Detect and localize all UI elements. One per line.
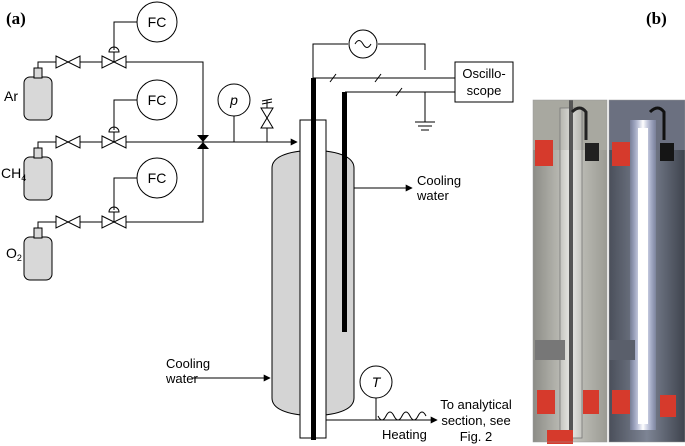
analytical-label-3: Fig. 2 — [460, 429, 493, 444]
temperature-indicator: T — [359, 365, 393, 420]
cooling-inlet-label-1: Cooling — [166, 356, 210, 371]
analytical-label-2: section, see — [441, 413, 510, 428]
panel-b-label: (b) — [646, 9, 667, 28]
photo-reactor-on — [608, 99, 685, 443]
svg-text:FC: FC — [148, 170, 167, 186]
cooling-outlet-label-2: water — [416, 188, 449, 203]
relief-valve — [260, 98, 274, 129]
panel-a-label: (a) — [6, 9, 26, 28]
cooling-inlet-label-2: water — [165, 371, 198, 386]
svg-text:Oscillo-: Oscillo- — [462, 66, 505, 81]
gas-cylinder-ch4 — [23, 147, 53, 201]
hv-power-supply — [312, 29, 426, 78]
svg-text:T: T — [372, 374, 382, 390]
inner-electrode — [311, 78, 316, 440]
oscilloscope-connections — [313, 73, 455, 131]
fc-signal-lines — [113, 21, 137, 210]
gas-label-o2: O2 — [6, 245, 22, 263]
outer-electrode — [342, 92, 347, 332]
flow-controller-ch4: FC — [136, 79, 178, 121]
photo-reactor-off — [532, 99, 608, 444]
analytical-label-1: To analytical — [440, 397, 512, 412]
gas-cylinder-ar — [23, 67, 53, 121]
gas-label-ch4: CH4 — [1, 165, 26, 183]
mixing-junction — [197, 135, 209, 149]
heating-label: Heating — [382, 427, 427, 442]
flow-controller-o2: FC — [136, 157, 178, 199]
cooling-outlet-label-1: Cooling — [417, 173, 461, 188]
svg-text:p: p — [229, 92, 238, 108]
pressure-indicator: p — [217, 83, 251, 117]
flow-controller-ar: FC — [136, 1, 178, 43]
oscilloscope: Oscillo- scope — [454, 61, 514, 103]
shutoff-valves — [55, 55, 81, 229]
svg-text:FC: FC — [148, 14, 167, 30]
svg-text:scope: scope — [467, 83, 502, 98]
svg-text:FC: FC — [148, 92, 167, 108]
heating-trace — [377, 411, 427, 421]
gas-cylinder-o2 — [23, 227, 53, 281]
control-valves — [101, 46, 127, 229]
gas-label-ar: Ar — [4, 88, 18, 104]
